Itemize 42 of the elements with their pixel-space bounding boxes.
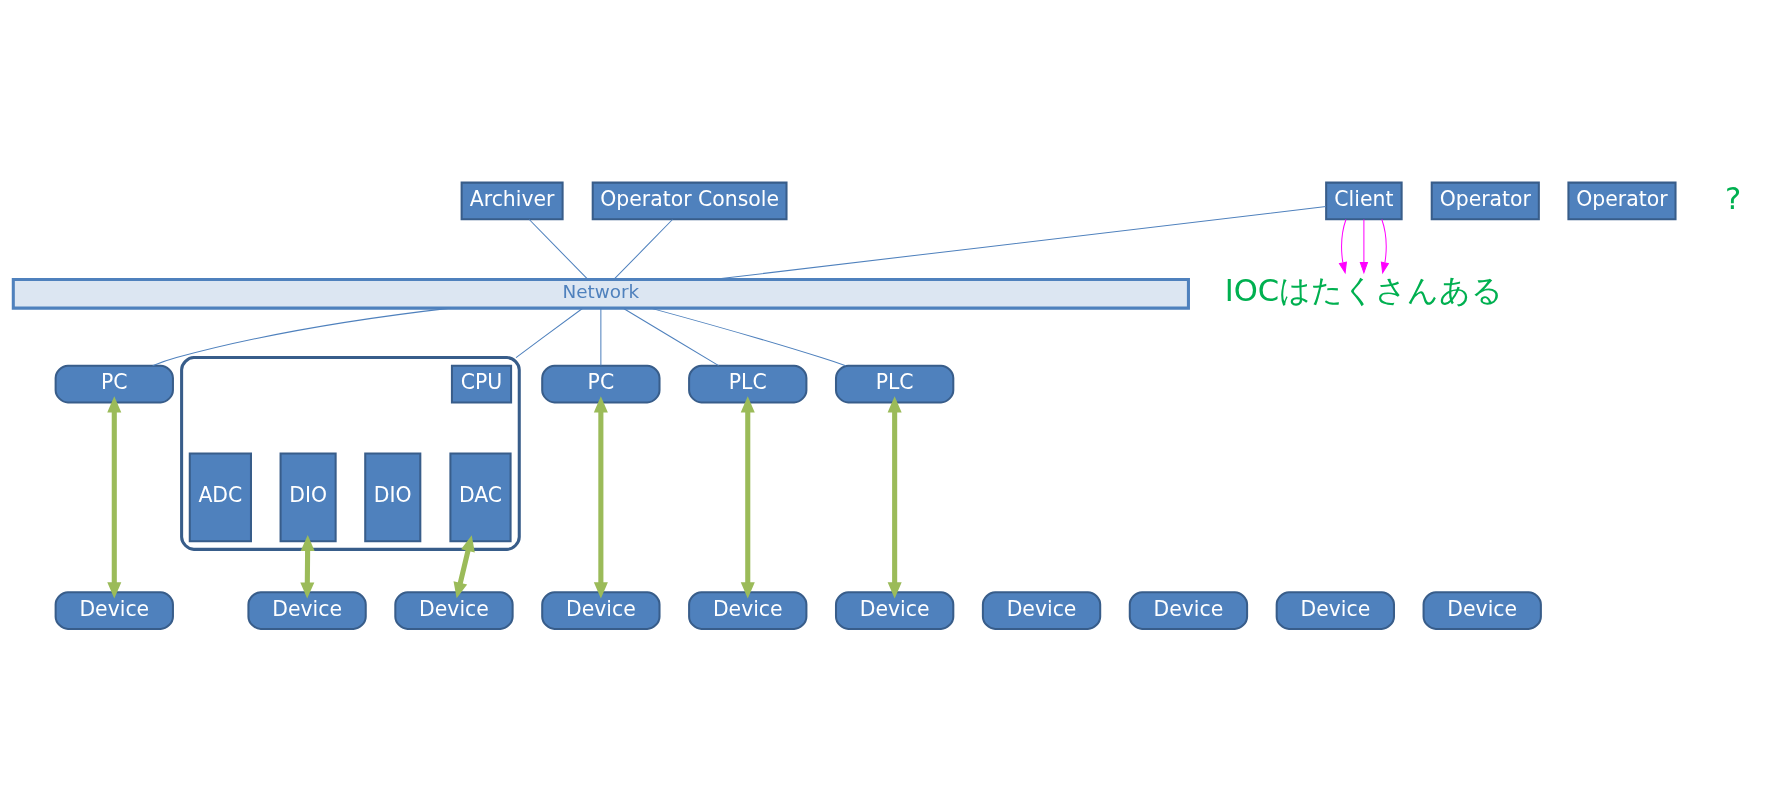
arrow [107,396,122,599]
arrow [1359,219,1369,275]
node-box: Device [247,591,367,630]
connector [622,307,720,367]
connector [600,307,602,367]
node-box: ADC [188,452,252,543]
label: ? [1725,180,1742,216]
node-box: Operator [1567,181,1677,221]
arrow [300,534,315,599]
node-box: Device [1128,591,1249,630]
node-box: Network [11,278,1190,310]
node-box: Operator Console [591,181,788,221]
connector [515,307,584,359]
node-box: PLC [835,364,955,404]
node-box: Device [394,591,514,630]
node-text: IOCはたくさんある [1224,273,1504,309]
node-box: CPU [450,364,513,404]
node-box: DIO [279,452,337,543]
node-box: DAC [449,452,512,543]
arrow [740,396,755,599]
node-box: Device [1422,591,1542,630]
arrow [453,535,475,599]
connector [650,307,847,367]
node-box: PC [541,364,661,404]
arrow [593,396,608,599]
node-box: PLC [688,364,808,404]
arrow [1380,219,1390,275]
node-box: Device [981,591,1102,630]
connector [528,219,589,280]
node-box: Device [1275,591,1395,630]
node-box: Device [541,591,661,630]
node-box: DIO [364,452,422,543]
node-box: PC [54,364,174,404]
arrow [887,396,902,599]
arrow [1338,219,1347,275]
node-box: Device [688,591,808,630]
node-box: Operator [1430,181,1540,221]
connector [613,219,673,280]
node-box: Device [835,591,955,630]
node-box: Client [1325,181,1403,221]
node-box: Archiver [460,181,564,221]
node-box: Device [54,591,174,630]
